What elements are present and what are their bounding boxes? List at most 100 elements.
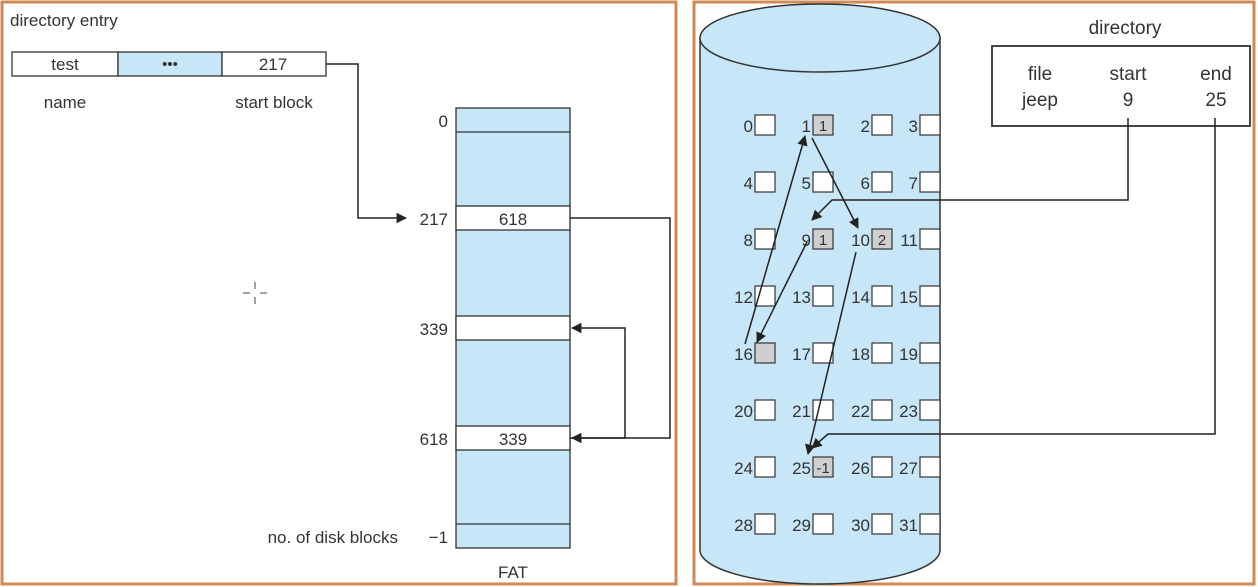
disk-block-31: 31 (899, 514, 940, 535)
fat-panel: directory entry test ••• 217 name start … (2, 2, 676, 584)
block-square (755, 400, 775, 420)
disk-block-14: 14 (851, 286, 892, 307)
block-number: 6 (861, 174, 870, 193)
disk-block-22: 22 (851, 400, 892, 421)
entry-name-value: test (51, 55, 79, 74)
disk-block-2: 2 (861, 115, 892, 136)
block-number: 27 (899, 459, 918, 478)
fat-value-618: 339 (499, 430, 527, 449)
block-pointer-value: 1 (819, 232, 827, 249)
block-square (920, 343, 940, 363)
block-number: 16 (734, 345, 753, 364)
directory-entry: test ••• 217 (12, 52, 326, 76)
block-number: 26 (851, 459, 870, 478)
block-pointer-value: 2 (878, 232, 886, 249)
block-number: 9 (802, 231, 811, 250)
start-block-label: start block (235, 93, 313, 112)
disk-block-15: 15 (899, 286, 940, 307)
disk-block-11: 11 (900, 229, 940, 250)
block-number: 2 (861, 117, 870, 136)
block-square (920, 286, 940, 306)
block-square (872, 286, 892, 306)
block-number: 25 (792, 459, 811, 478)
entry-start-value: 217 (259, 55, 287, 74)
block-number: 17 (792, 345, 811, 364)
disk-block-25: 25-1 (792, 457, 833, 478)
disk-block-27: 27 (899, 457, 940, 478)
linked-allocation-panel: 0112345678911021112131415161718192021222… (694, 2, 1254, 584)
block-number: 28 (734, 516, 753, 535)
disk-block-4: 4 (744, 172, 775, 193)
fat-index-339: 339 (420, 320, 448, 339)
block-square (920, 514, 940, 534)
block-square (872, 115, 892, 135)
disk-block-23: 23 (899, 400, 940, 421)
disk-block-26: 26 (851, 457, 892, 478)
block-pointer-value: 1 (819, 118, 827, 135)
fat-row-339 (456, 316, 570, 340)
block-number: 10 (851, 231, 870, 250)
block-number: 18 (851, 345, 870, 364)
block-square (920, 172, 940, 192)
block-number: 14 (851, 288, 870, 307)
block-square (755, 172, 775, 192)
disk-block-16: 16 (734, 343, 775, 364)
disk-block-24: 24 (734, 457, 775, 478)
block-square (755, 457, 775, 477)
block-square (872, 457, 892, 477)
disk-block-3: 3 (909, 115, 940, 136)
directory-title: directory (1089, 18, 1162, 39)
block-square (813, 400, 833, 420)
disk-block-18: 18 (851, 343, 892, 364)
block-number: 11 (900, 231, 918, 250)
block-number: 13 (792, 288, 811, 307)
fat-label: FAT (498, 563, 528, 582)
block-number: 1 (802, 117, 811, 136)
block-number: 30 (851, 516, 870, 535)
fat-index-217: 217 (420, 210, 448, 229)
block-square (755, 514, 775, 534)
dir-value-end: 25 (1205, 90, 1226, 111)
block-square (755, 115, 775, 135)
block-number: 7 (909, 174, 918, 193)
disk-block-5: 5 (802, 172, 833, 193)
block-number: 12 (734, 288, 753, 307)
fat-index-last: −1 (429, 528, 448, 547)
block-number: 22 (851, 402, 870, 421)
dir-header-start: start (1110, 64, 1148, 85)
fat-index-618: 618 (420, 430, 448, 449)
block-square (872, 343, 892, 363)
name-label: name (44, 93, 87, 112)
block-number: 15 (899, 288, 918, 307)
block-square (813, 172, 833, 192)
block-number: 19 (899, 345, 918, 364)
block-number: 3 (909, 117, 918, 136)
block-square (920, 400, 940, 420)
disk-block-7: 7 (909, 172, 940, 193)
block-number: 0 (744, 117, 753, 136)
dir-value-start: 9 (1123, 90, 1134, 111)
disk-block-0: 0 (744, 115, 775, 136)
disk-block-20: 20 (734, 400, 775, 421)
disk-block-29: 29 (792, 514, 833, 535)
dir-value-file: jeep (1021, 90, 1058, 111)
block-square (920, 115, 940, 135)
block-square (755, 343, 775, 363)
entry-ellipsis: ••• (162, 56, 178, 73)
block-number: 29 (792, 516, 811, 535)
block-number: 21 (792, 402, 811, 421)
block-square (755, 286, 775, 306)
disk-block-10: 10 2 (851, 229, 892, 250)
disk-block-12: 12 (734, 286, 775, 307)
fat-value-217: 618 (499, 210, 527, 229)
directory-entry-caption: directory entry (10, 11, 118, 30)
block-square (755, 229, 775, 249)
block-square (872, 400, 892, 420)
block-square (920, 229, 940, 249)
block-number: 20 (734, 402, 753, 421)
block-number: 24 (734, 459, 753, 478)
disk-block-28: 28 (734, 514, 775, 535)
